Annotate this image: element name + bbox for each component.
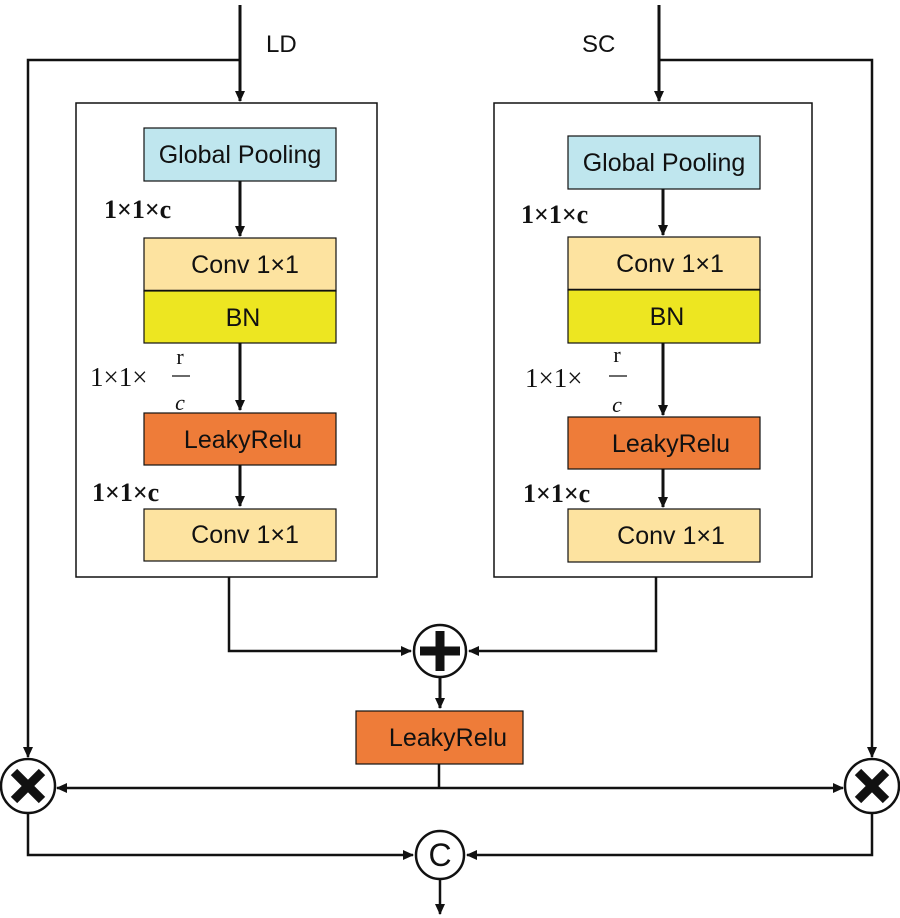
right-multiply-operator-icon <box>843 757 900 815</box>
right-branch-frame <box>493 102 813 578</box>
right-leakyrelu-box <box>567 416 761 470</box>
right-dim-label-3: 1×1×c <box>523 479 590 508</box>
right-dim-label-1: 1×1×c <box>521 200 588 229</box>
left-dim-label-1: 1×1×c <box>104 195 171 224</box>
left-conv1-box <box>143 237 337 292</box>
right-bn-label: BN <box>650 303 685 331</box>
left-conv2-label: Conv 1×1 <box>191 521 299 549</box>
left-leakyrelu-box <box>143 412 337 466</box>
right-conv2-box <box>567 508 761 563</box>
right-mult-to-concat-path <box>466 813 874 860</box>
right-dim-label-2-prefix: 1×1× <box>525 363 582 393</box>
right-conv1-box <box>567 236 761 291</box>
left-dim-label-2-prefix: 1×1× <box>90 362 147 392</box>
right-global-pooling-box <box>567 135 761 190</box>
right-dim-label-2-denominator: c <box>612 392 622 417</box>
left-bn-label: BN <box>226 304 261 332</box>
right-leakyrelu-label: LeakyRelu <box>612 430 730 458</box>
left-leakyrelu-label: LeakyRelu <box>184 426 302 454</box>
left-branch-frame <box>75 102 378 578</box>
left-dim-label-2-numerator: r <box>176 344 184 369</box>
left-dim-label-2-denominator: c <box>175 390 185 415</box>
left-conv1-label: Conv 1×1 <box>191 251 299 279</box>
right-dim-label-2-numerator: r <box>613 342 621 367</box>
concat-operator-icon: C <box>414 829 466 881</box>
right-to-sum-path <box>468 577 658 656</box>
left-global-pooling-box <box>143 127 337 182</box>
sum-operator-icon <box>412 623 468 679</box>
concat-operator-label: C <box>428 837 451 873</box>
left-global-pooling-label: Global Pooling <box>159 141 322 169</box>
input-label-ld: LD <box>266 31 297 58</box>
right-conv1-label: Conv 1×1 <box>616 250 724 278</box>
left-dim-label-3: 1×1×c <box>92 478 159 507</box>
right-conv2-label: Conv 1×1 <box>617 522 725 550</box>
left-conv2-box <box>143 508 337 562</box>
skip-path-right <box>659 58 877 758</box>
merge-leakyrelu-label: LeakyRelu <box>389 724 507 752</box>
left-to-sum-path <box>227 577 412 656</box>
left-multiply-operator-icon <box>0 757 57 815</box>
right-bn-box <box>567 289 761 344</box>
left-mult-to-concat-path <box>26 813 414 860</box>
input-label-sc: SC <box>582 31 615 58</box>
skip-path-left <box>23 58 240 758</box>
right-global-pooling-label: Global Pooling <box>583 149 746 177</box>
